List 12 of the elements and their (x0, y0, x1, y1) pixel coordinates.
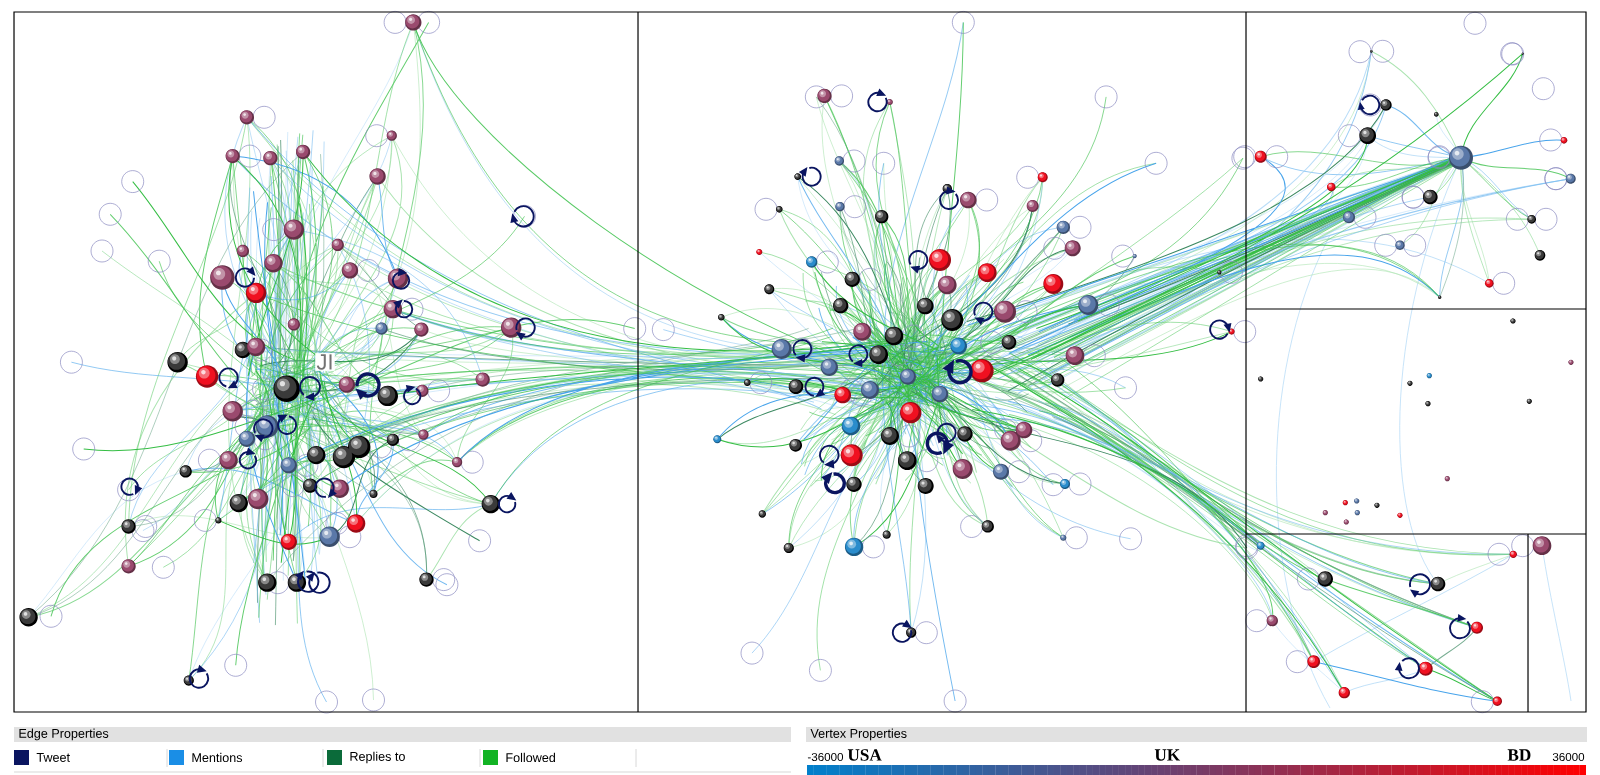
legend-label: Tweet (36, 753, 70, 762)
legend-label: Replies to (350, 751, 405, 764)
country-label: USA (847, 749, 882, 761)
legend-label: Followed (506, 752, 556, 763)
section-header: Vertex Properties (806, 727, 1587, 742)
section-header: Edge Properties (14, 727, 791, 742)
legend-label: Mentions (192, 752, 243, 763)
country-label: BD (1507, 749, 1531, 761)
scale-value: 36000 (1552, 752, 1585, 762)
country-label: UK (1154, 749, 1181, 761)
scale-value: -36000 (807, 752, 844, 762)
graph-label: JI (315, 353, 335, 371)
